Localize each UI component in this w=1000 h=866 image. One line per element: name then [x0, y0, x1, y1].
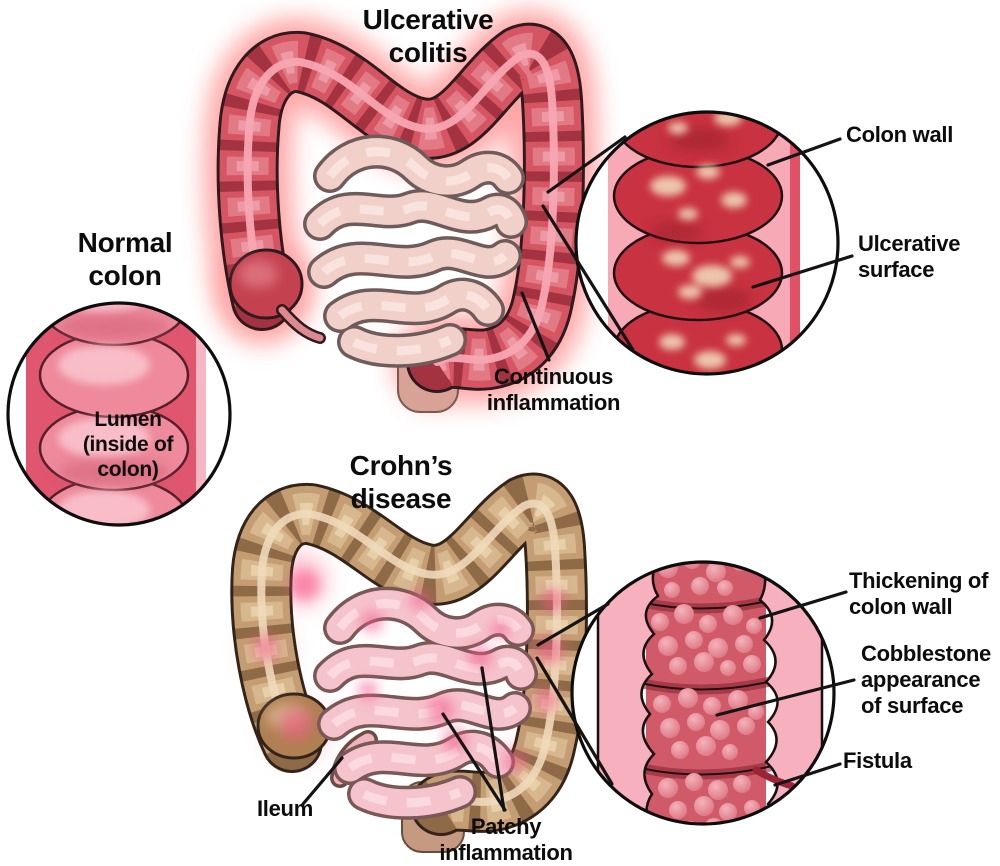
title-crohns-disease: Crohn’s disease	[349, 450, 453, 515]
cobblestone-line	[715, 678, 856, 717]
title-normal-colon: Normal colon	[77, 227, 173, 292]
label-thickening-of-colon-wall: Thickening of colon wall	[849, 568, 989, 619]
ulcerated-segments	[612, 112, 784, 374]
thickening-line	[758, 590, 848, 620]
patchy-inflammation-spots	[253, 570, 565, 773]
uc-magnify-line-top	[546, 135, 627, 194]
leader-lines	[301, 135, 856, 812]
patchy-line-1	[441, 712, 507, 812]
label-patchy-inflammation: Patchy inflammation	[439, 814, 573, 865]
cd-magnify-line-top	[536, 602, 610, 647]
ulcer-cream-patches	[650, 112, 750, 369]
colon-wall-line	[766, 137, 842, 167]
continuous-inflammation-line	[520, 291, 551, 362]
label-fistula: Fistula	[843, 748, 912, 773]
small-intestine	[320, 152, 511, 351]
normal-colon-segments	[38, 303, 190, 525]
label-ulcerative-surface: Ulcerative surface	[858, 231, 961, 282]
fistula-line	[773, 762, 842, 787]
label-cobblestone-appearance: Cobblestone appearance of surface	[861, 641, 991, 718]
cecum	[228, 248, 326, 344]
label-lumen: Lumen (inside of colon)	[82, 408, 174, 481]
ulcerative-colitis-figure	[218, 54, 554, 413]
label-colon-wall: Colon wall	[846, 122, 954, 147]
wall-left	[596, 562, 665, 824]
cobblestone-inset	[570, 560, 836, 826]
ulcerative-surface-line	[751, 254, 854, 289]
uc-magnify-line-bottom	[541, 204, 635, 352]
cobblestones	[651, 562, 764, 824]
fistula-channel	[752, 766, 796, 790]
label-ileum: Ileum	[257, 796, 313, 821]
ileum-line	[301, 756, 344, 806]
patchy-line-2	[480, 666, 506, 812]
label-continuous-inflammation: Continuous inflammation	[486, 364, 621, 415]
crohns-disease-figure	[246, 488, 576, 853]
normal-colon-inset	[6, 301, 232, 527]
title-ulcerative-colitis: Ulcerative colitis	[362, 4, 494, 69]
cd-magnify-line-bottom	[535, 656, 614, 786]
ulcerative-surface-inset	[574, 110, 840, 376]
